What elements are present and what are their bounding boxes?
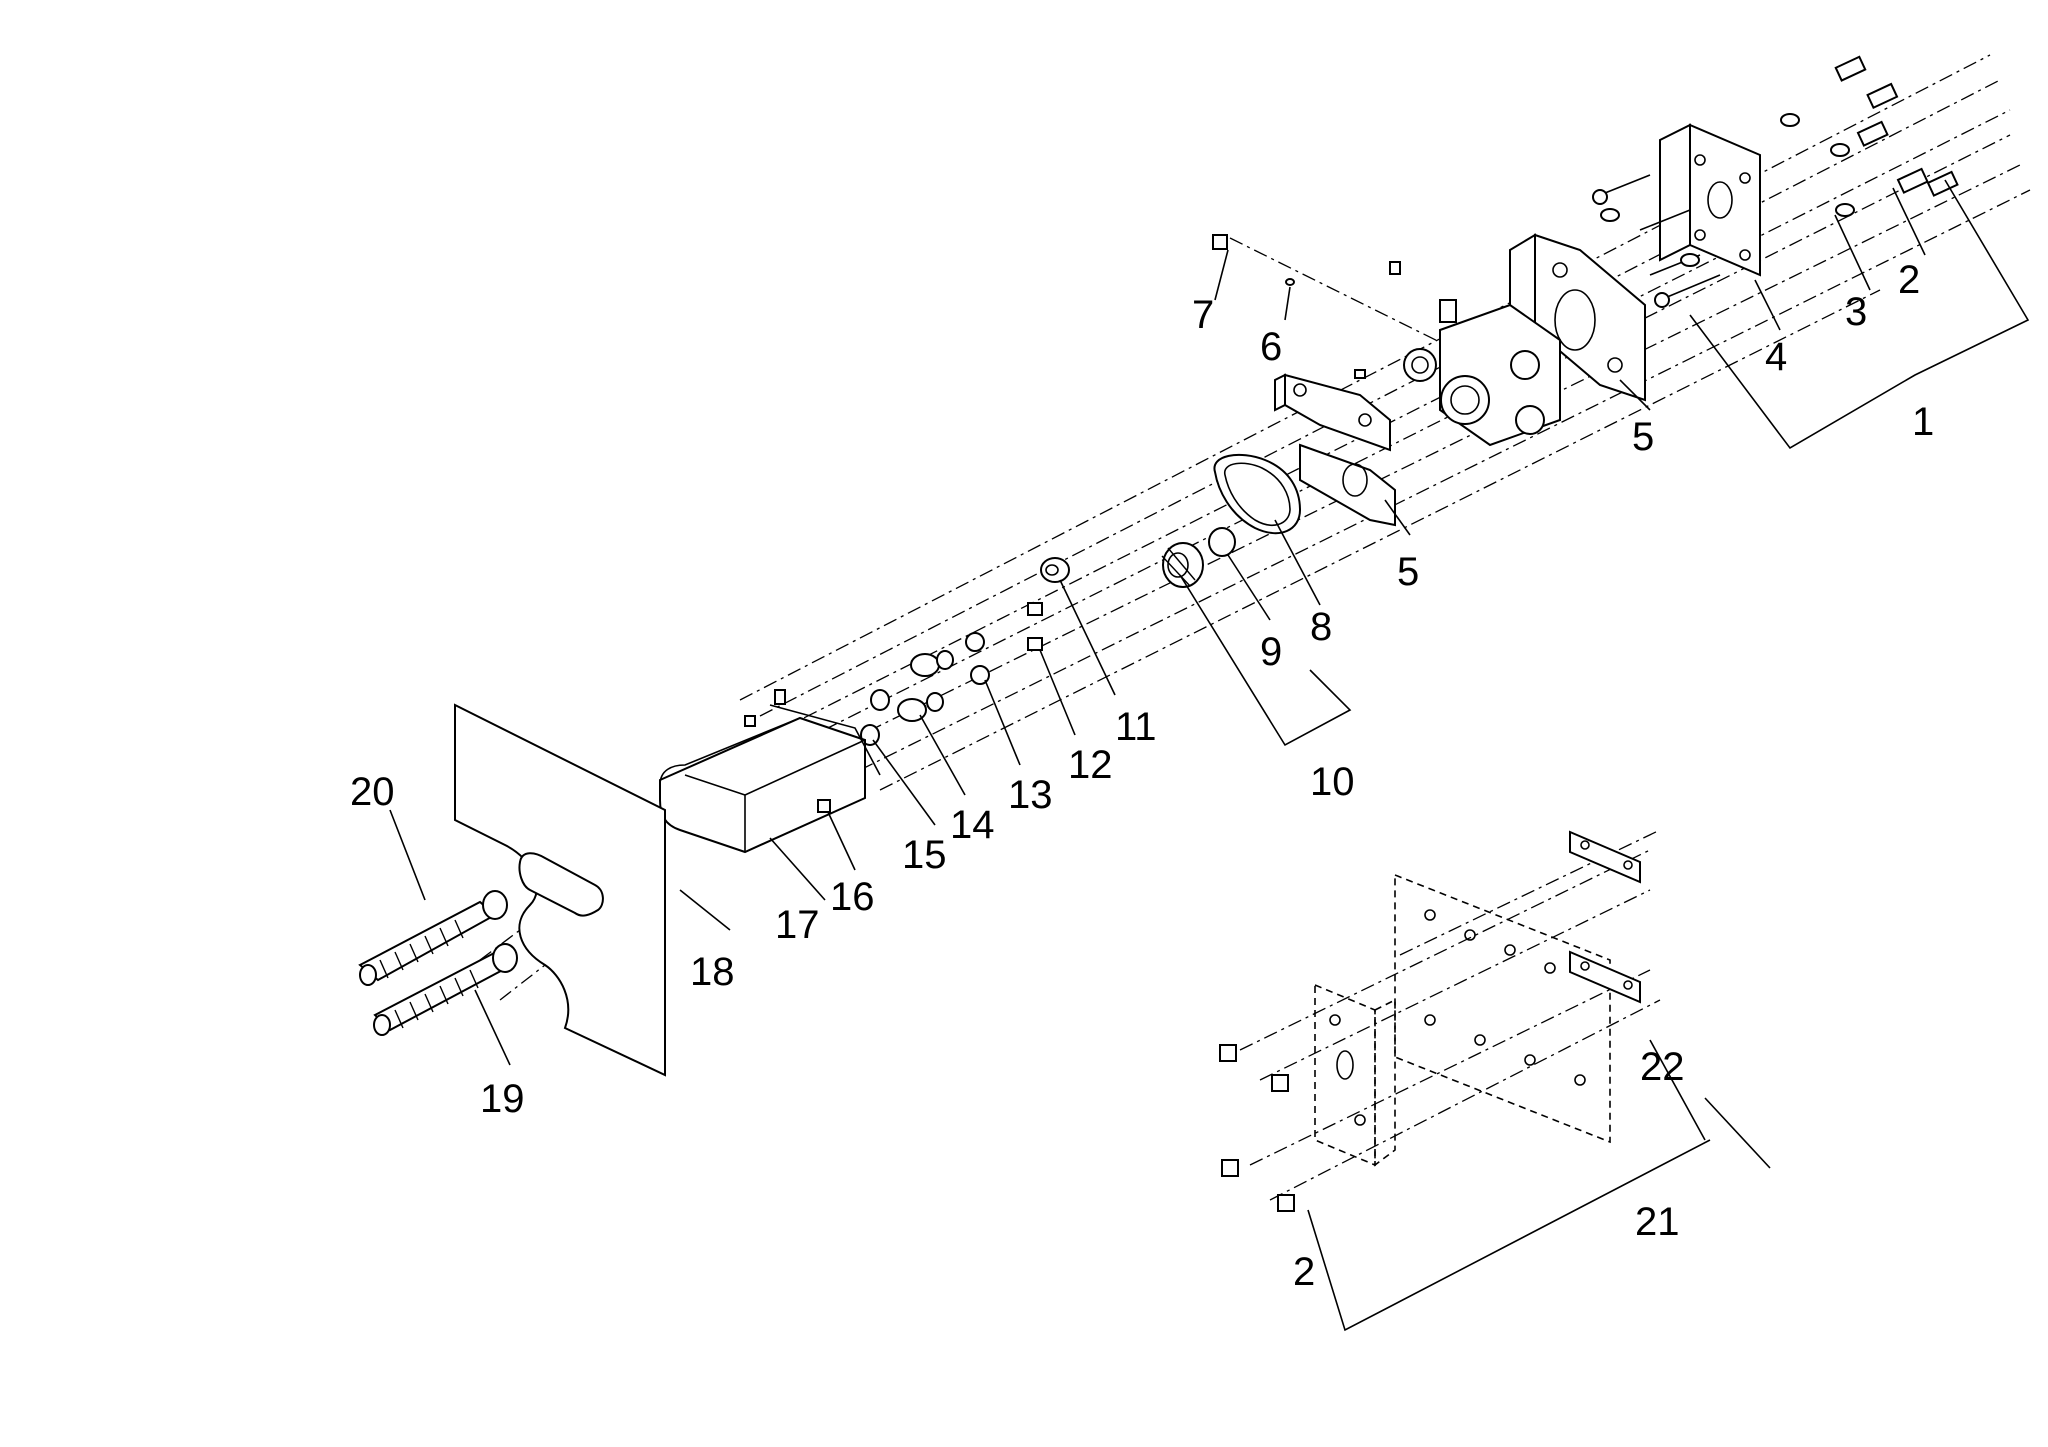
- callout-11: 11: [1115, 705, 1157, 749]
- wall-finish-plate: [454, 703, 666, 1077]
- callout-7: 7: [1192, 293, 1214, 337]
- callout-21: 21: [1635, 1200, 1680, 1244]
- callout-5-lower: 5: [1397, 550, 1419, 594]
- callout-2-bottom: 2: [1293, 1250, 1315, 1294]
- callout-3: 3: [1845, 290, 1867, 334]
- rear-mounting-plate: [1659, 123, 1761, 277]
- housing-box: [659, 689, 881, 854]
- leader-lines: [389, 179, 2030, 1332]
- callout-10: 10: [1310, 760, 1355, 804]
- lower-mounting-frame: [1274, 373, 1396, 527]
- spacer-bars: [1569, 830, 1641, 1004]
- callout-22: 22: [1640, 1045, 1685, 1089]
- large-gasket: [1213, 453, 1302, 535]
- bushing: [1040, 557, 1070, 583]
- mounting-bracket-assembly: [1314, 873, 1611, 1167]
- rings-13: [965, 632, 990, 685]
- callout-8: 8: [1310, 605, 1332, 649]
- callout-4: 4: [1765, 335, 1787, 379]
- valve-body: [1354, 261, 1561, 447]
- callout-18: 18: [690, 950, 735, 994]
- callout-15: 15: [902, 833, 947, 877]
- small-o-ring: [1208, 527, 1236, 557]
- assembly-axes: [479, 54, 2031, 1201]
- callout-5-upper: 5: [1632, 415, 1654, 459]
- housing-screw: [817, 799, 831, 813]
- callout-17: 17: [775, 903, 820, 947]
- callout-2-top: 2: [1898, 258, 1920, 302]
- set-screw-and-washer: [1212, 234, 1295, 286]
- spring-handles: [358, 890, 518, 1036]
- callout-labels: 1 2 3 4 5 5 6 7 8 9 10 11 12 13 14 15 16…: [350, 258, 1934, 1294]
- callout-19: 19: [480, 1077, 525, 1121]
- callout-14: 14: [950, 803, 995, 847]
- callout-12: 12: [1068, 743, 1113, 787]
- bracket-screws: [1219, 1044, 1295, 1212]
- callout-9: 9: [1260, 630, 1282, 674]
- anchor-screws-set: [1592, 55, 1959, 308]
- callout-1: 1: [1912, 400, 1934, 444]
- callout-16: 16: [830, 875, 875, 919]
- callout-20: 20: [350, 770, 395, 814]
- small-nuts: [1027, 602, 1043, 651]
- callout-13: 13: [1008, 773, 1053, 817]
- cartridge: [1161, 542, 1204, 588]
- threaded-fittings: [897, 650, 954, 722]
- callout-6: 6: [1260, 325, 1282, 369]
- rings-15: [860, 689, 890, 746]
